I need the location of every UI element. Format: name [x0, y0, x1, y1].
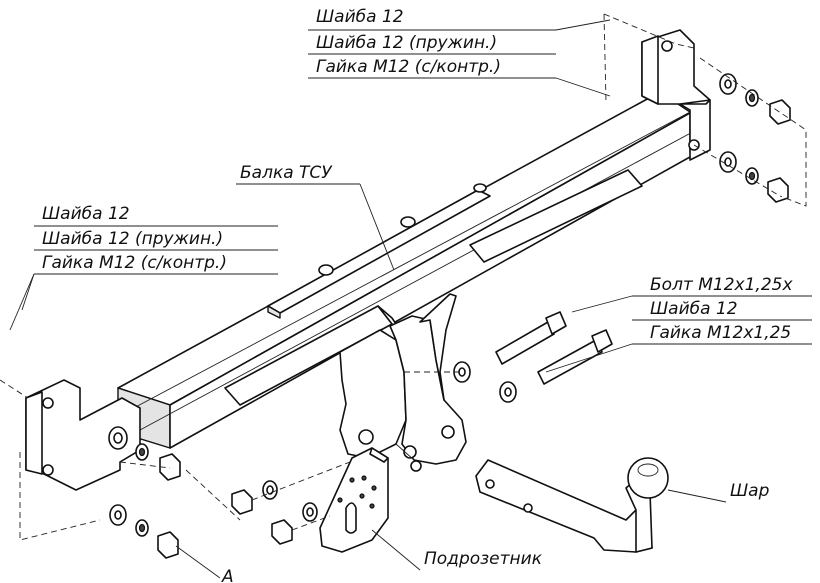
center-fasteners: [404, 311, 613, 403]
left-dash-frame: [0, 379, 241, 541]
label-top-right-spring-washer: Шайба 12 (пружин.): [316, 33, 497, 53]
right-fasteners: [719, 73, 791, 203]
left-mounting-bracket: [25, 379, 141, 491]
label-left-spring-washer: Шайба 12 (пружин.): [42, 229, 223, 249]
right-mounting-bracket: [641, 29, 711, 161]
socket-fasteners: [231, 461, 351, 545]
label-left-nut: Гайка М12 (с/контр.): [42, 253, 227, 273]
left-fasteners: [109, 443, 181, 559]
label-left-washer: Шайба 12: [42, 204, 130, 224]
label-bolt: Болт М12х1,25х: [650, 275, 793, 295]
tow-ball-arm: [475, 457, 669, 553]
center-hitch-bracket: [339, 293, 467, 472]
label-bottom-fragment: А: [221, 567, 234, 583]
label-top-right-nut: Гайка М12 (с/контр.): [316, 57, 501, 77]
label-top-right-washer: Шайба 12: [316, 7, 404, 27]
right-dash-frame: [603, 13, 807, 207]
label-bolt-nut: Гайка М12х1,25: [650, 323, 791, 343]
leader-lines: [9, 19, 812, 579]
beam-bosses: [318, 183, 487, 276]
label-texts: Шайба 12 Шайба 12 (пружин.) Гайка М12 (с…: [42, 7, 793, 583]
label-beam: Балка ТСУ: [240, 163, 333, 183]
socket-plate: [319, 447, 389, 553]
beam-reinforcement-strip: [267, 189, 491, 319]
label-ball: Шар: [730, 481, 770, 501]
label-socket-plate: Подрозетник: [424, 549, 543, 569]
beam-center-plates: [224, 169, 643, 406]
label-bolt-washer: Шайба 12: [650, 299, 738, 319]
